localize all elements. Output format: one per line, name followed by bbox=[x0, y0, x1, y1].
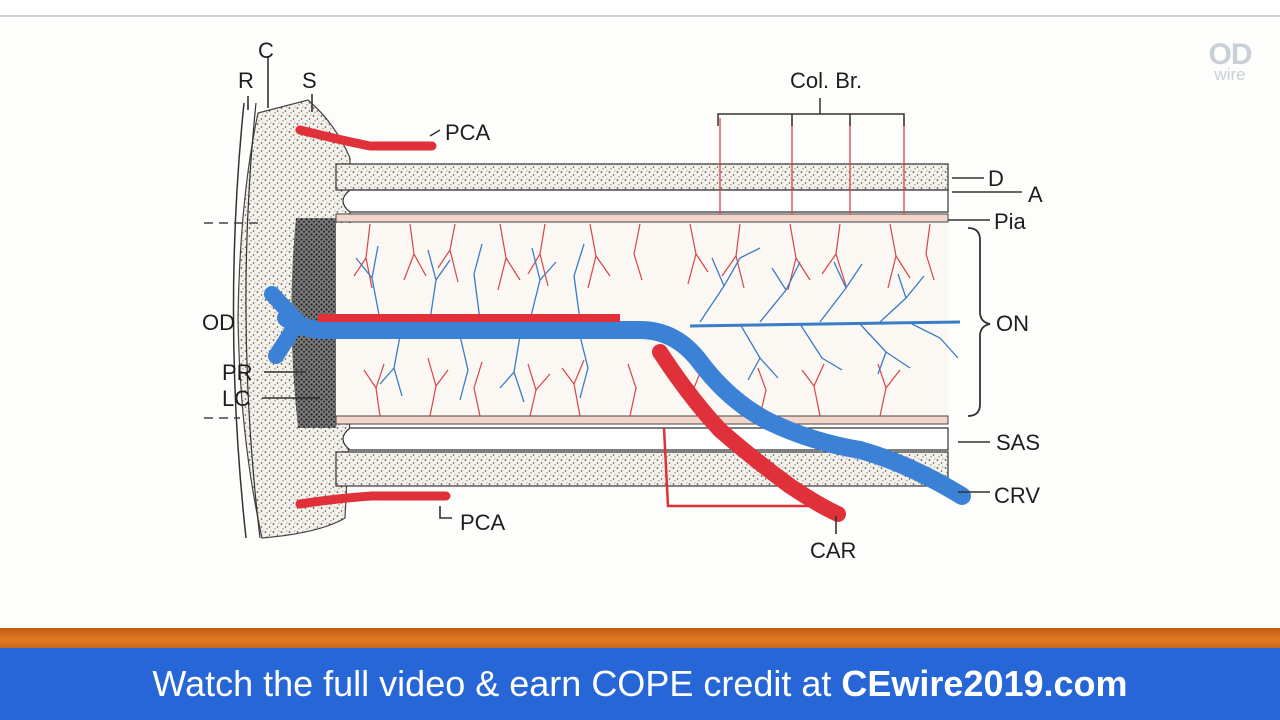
label-pia: Pia bbox=[994, 209, 1027, 234]
vein-branch-right bbox=[689, 320, 961, 328]
banner-url-link[interactable]: CEwire2019.com bbox=[841, 663, 1128, 704]
label-lc: LC bbox=[222, 386, 250, 411]
retina-line bbox=[232, 102, 247, 539]
central-retinal-artery-descending bbox=[652, 344, 846, 522]
top-divider bbox=[0, 15, 1280, 17]
label-pr: PR bbox=[222, 360, 253, 385]
label-a: A bbox=[1028, 182, 1043, 207]
label-on: ON bbox=[996, 311, 1029, 336]
car-side-branch bbox=[662, 427, 830, 508]
leader-lines bbox=[247, 56, 1022, 534]
accent-bar bbox=[0, 628, 1280, 648]
central-retinal-vein bbox=[277, 309, 971, 505]
promo-banner[interactable]: Watch the full video & earn COPE credit … bbox=[0, 648, 1280, 720]
label-od: OD bbox=[202, 310, 235, 335]
logo-sub-text: wire bbox=[1214, 65, 1246, 84]
pia-lower bbox=[335, 415, 949, 425]
venous-branches bbox=[355, 243, 959, 403]
pia-upper bbox=[335, 213, 949, 223]
banner-text: Watch the full video & earn COPE credit … bbox=[152, 663, 832, 704]
od-wire-logo: OD wire bbox=[1208, 38, 1253, 84]
label-crv: CRV bbox=[994, 483, 1040, 508]
label-s: S bbox=[302, 68, 317, 93]
label-d: D bbox=[988, 166, 1004, 191]
logo-main-text: OD bbox=[1208, 38, 1253, 71]
label-col-br: Col. Br. bbox=[790, 68, 862, 93]
dura-lower bbox=[335, 451, 949, 487]
label-c: C bbox=[258, 38, 274, 63]
pca-bottom-vessel bbox=[295, 491, 451, 509]
dura-upper bbox=[335, 163, 949, 191]
label-car: CAR bbox=[810, 538, 856, 563]
retina-line bbox=[245, 102, 261, 539]
collateral-branches bbox=[719, 118, 905, 214]
label-sas: SAS bbox=[996, 430, 1040, 455]
optic-nerve-diagram: C R S PCA Col. Br. D A Pia ON OD PR LC S… bbox=[202, 38, 1043, 563]
vein-fork bbox=[264, 286, 309, 364]
diagram-area: C R S PCA Col. Br. D A Pia ON OD PR LC S… bbox=[0, 18, 1280, 628]
label-pca-top: PCA bbox=[445, 120, 491, 145]
col-br-bracket bbox=[717, 98, 905, 126]
on-brace bbox=[967, 227, 991, 417]
sas-upper bbox=[342, 189, 949, 213]
label-pca-bottom: PCA bbox=[460, 510, 506, 535]
pca-top-vessel bbox=[295, 125, 437, 151]
label-r: R bbox=[238, 68, 254, 93]
